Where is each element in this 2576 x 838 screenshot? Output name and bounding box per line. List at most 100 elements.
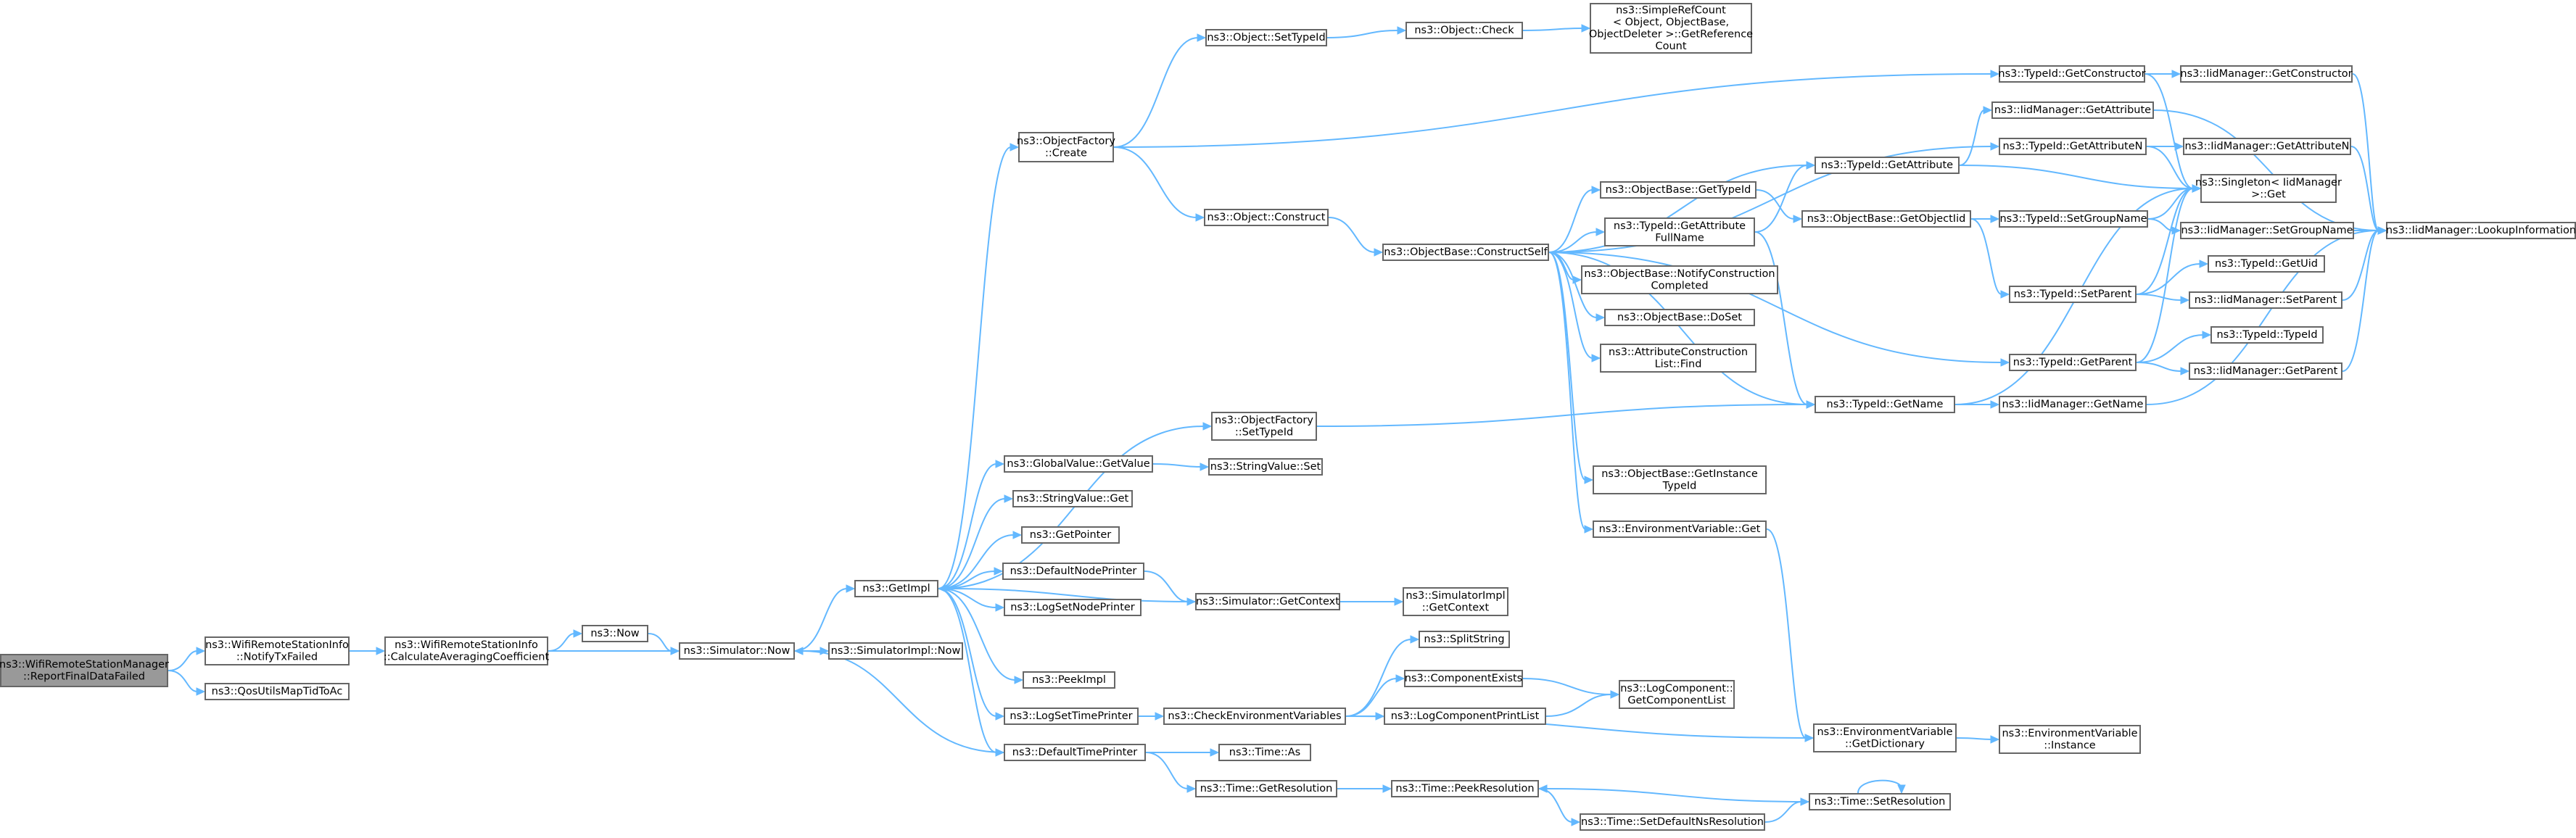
node-tidgetattributen[interactable]: ns3::TypeId::GetAttributeN	[1999, 138, 2147, 155]
node-logsettimeprinter[interactable]: ns3::LogSetTimePrinter	[1004, 708, 1139, 725]
node-label: ns3::ObjectBase::NotifyConstruction	[1584, 268, 1775, 280]
node-logcompprintlist[interactable]: ns3::LogComponentPrintList	[1384, 708, 1546, 725]
node-box	[2208, 255, 2325, 273]
node-box	[1004, 599, 1142, 616]
node-label: ns3::TypeId::GetAttribute	[1614, 220, 1746, 232]
node-now[interactable]: ns3::Now	[582, 625, 648, 642]
node-timesetdefns[interactable]: ns3::Time::SetDefaultNsResolution	[1580, 813, 1765, 831]
node-box	[1999, 725, 2141, 754]
edge-arrowhead	[1012, 531, 1023, 539]
node-notify[interactable]: ns3::WifiRemoteStationInfo::NotifyTxFail…	[205, 636, 350, 665]
node-tidtypeid[interactable]: ns3::TypeId::TypeId	[2210, 326, 2324, 344]
node-peekimpl[interactable]: ns3::PeekImpl	[1023, 671, 1115, 689]
edge-line	[1548, 189, 1593, 253]
edge-line	[2342, 230, 2379, 372]
node-simnow[interactable]: ns3::Simulator::Now	[679, 642, 795, 660]
node-deftimeprinter[interactable]: ns3::DefaultTimePrinter	[1004, 744, 1146, 761]
node-timeas[interactable]: ns3::Time::As	[1218, 744, 1311, 761]
edge-line	[2136, 263, 2201, 295]
edge-gvgetvalue-to-svset	[1152, 462, 1210, 471]
node-obgettypeid[interactable]: ns3::ObjectBase::GetTypeId	[1600, 181, 1756, 199]
node-envget[interactable]: ns3::EnvironmentVariable::Get	[1593, 520, 1767, 538]
edge-arrowhead	[1990, 735, 2000, 744]
edge-arrowhead	[2202, 331, 2212, 339]
node-simplerefcount[interactable]: ns3::SimpleRefCount< Object, ObjectBase,…	[1589, 3, 1753, 54]
node-label: ns3::LogSetNodePrinter	[1010, 602, 1135, 613]
node-svget[interactable]: ns3::StringValue::Get	[1012, 490, 1133, 507]
node-ofcreate[interactable]: ns3::ObjectFactory::Create	[1017, 132, 1115, 162]
node-tidgetname[interactable]: ns3::TypeId::GetName	[1815, 396, 1955, 413]
edge-line	[1545, 694, 1612, 717]
node-objconstruct[interactable]: ns3::Object::Construct	[1204, 209, 1329, 226]
node-tidgetparent[interactable]: ns3::TypeId::GetParent	[2009, 354, 2137, 371]
node-timesetres[interactable]: ns3::Time::SetResolution	[1809, 793, 1951, 810]
node-tidgetuid[interactable]: ns3::TypeId::GetUid	[2208, 255, 2325, 273]
node-tidgetconstructor[interactable]: ns3::TypeId::GetConstructor	[1998, 65, 2146, 83]
node-checkenv[interactable]: ns3::CheckEnvironmentVariables	[1163, 708, 1346, 725]
edge-simgetcontext-to-simimplgetcontext	[1340, 597, 1404, 606]
node-timepeekres[interactable]: ns3::Time::PeekResolution	[1391, 780, 1539, 797]
node-simimplgetcontext[interactable]: ns3::SimulatorImpl::GetContext	[1403, 587, 1508, 616]
node-singletonget[interactable]: ns3::Singleton< IidManager>::Get	[2195, 174, 2342, 203]
node-getpointer[interactable]: ns3::GetPointer	[1021, 526, 1120, 544]
node-label: ns3::Time::As	[1229, 747, 1300, 758]
node-ofsettypeid[interactable]: ns3::ObjectFactory::SetTypeId	[1211, 412, 1317, 441]
node-objsettypeid[interactable]: ns3::Object::SetTypeId	[1205, 29, 1327, 46]
node-iidsetparent[interactable]: ns3::IidManager::SetParent	[2189, 291, 2342, 309]
node-obgetobjectiid[interactable]: ns3::ObjectBase::GetObjectIid	[1801, 210, 1971, 228]
edge-arrowhead	[1197, 33, 1207, 42]
node-box	[1419, 631, 1510, 648]
node-logsetnodeprinter[interactable]: ns3::LogSetNodePrinter	[1004, 599, 1142, 616]
node-calc[interactable]: ns3::WifiRemoteStationInfo::CalculateAve…	[384, 636, 550, 665]
node-defnodeprinter[interactable]: ns3::DefaultNodePrinter	[1002, 563, 1144, 580]
node-label: ::ReportFinalDataFailed	[23, 671, 145, 682]
node-tidsetparent[interactable]: ns3::TypeId::SetParent	[2009, 286, 2137, 303]
node-iidgetparent[interactable]: ns3::IidManager::GetParent	[2189, 362, 2342, 380]
node-qos[interactable]: ns3::QosUtilsMapTidToAc	[205, 683, 350, 700]
node-iidgetname[interactable]: ns3::IidManager::GetName	[1999, 396, 2147, 413]
node-objcheck[interactable]: ns3::Object::Check	[1405, 22, 1523, 39]
node-iidgetconstructor[interactable]: ns3::IidManager::GetConstructor	[2180, 65, 2353, 83]
node-tidgetattribute[interactable]: ns3::TypeId::GetAttribute	[1815, 157, 1960, 174]
node-obnotifyconstruction[interactable]: ns3::ObjectBase::NotifyConstructionCompl…	[1581, 265, 1778, 294]
node-label: ns3::Time::PeekResolution	[1395, 783, 1534, 795]
node-gvgetvalue[interactable]: ns3::GlobalValue::GetValue	[1004, 455, 1153, 473]
edge-arrowhead	[1537, 784, 1548, 793]
node-iidsetgroupname[interactable]: ns3::IidManager::SetGroupName	[2180, 222, 2354, 239]
node-splitstring[interactable]: ns3::SplitString	[1419, 631, 1510, 648]
node-getimpl[interactable]: ns3::GetImpl	[854, 580, 938, 597]
node-obconstructself[interactable]: ns3::ObjectBase::ConstructSelf	[1382, 244, 1549, 261]
node-root[interactable]: ns3::WifiRemoteStationManager::ReportFin…	[0, 654, 169, 687]
node-label: ns3::LogComponent::	[1620, 683, 1733, 694]
edge-line	[938, 146, 1012, 589]
node-label: ObjectDeleter >::GetReference	[1589, 28, 1753, 40]
node-iidlookup[interactable]: ns3::IidManager::LookupInformation	[2386, 222, 2576, 239]
edge-arrowhead	[1806, 161, 1816, 170]
node-envinstance[interactable]: ns3::EnvironmentVariable::Instance	[1999, 725, 2141, 754]
node-iidgetattributen[interactable]: ns3::IidManager::GetAttributeN	[2183, 138, 2351, 155]
node-obdoset[interactable]: ns3::ObjectBase::DoSet	[1604, 309, 1755, 326]
node-label: ns3::WifiRemoteStationManager	[0, 659, 169, 671]
node-logcompgetlist[interactable]: ns3::LogComponent::GetComponentList	[1619, 680, 1735, 709]
node-compexists[interactable]: ns3::ComponentExists	[1404, 670, 1523, 687]
node-label: ns3::Object::SetTypeId	[1207, 32, 1325, 43]
edge-line	[938, 534, 1015, 589]
node-svset[interactable]: ns3::StringValue::Set	[1208, 458, 1323, 476]
node-label: ns3::IidManager::LookupInformation	[2386, 225, 2576, 236]
node-iidgetattribute[interactable]: ns3::IidManager::GetAttribute	[1991, 101, 2154, 119]
edge-arrowhead	[1595, 228, 1606, 236]
node-label: ns3::Singleton< IidManager	[2195, 177, 2342, 188]
node-simimplnow[interactable]: ns3::SimulatorImpl::Now	[828, 642, 963, 660]
call-nodes: ns3::WifiRemoteStationManager::ReportFin…	[0, 3, 2576, 831]
node-tidsetgroupname[interactable]: ns3::TypeId::SetGroupName	[1999, 210, 2148, 228]
node-label: List::Find	[1655, 358, 1702, 370]
node-simgetcontext[interactable]: ns3::Simulator::GetContext	[1195, 593, 1340, 610]
node-envgetdict[interactable]: ns3::EnvironmentVariable::GetDictionary	[1813, 723, 1957, 752]
edge-logcompprintlist-to-logcompgetlist	[1545, 690, 1620, 717]
node-timegetres[interactable]: ns3::Time::GetResolution	[1195, 780, 1337, 797]
node-label: ns3::Object::Construct	[1208, 212, 1326, 223]
edge-timesetres-to-timepeekres	[1537, 784, 1809, 802]
